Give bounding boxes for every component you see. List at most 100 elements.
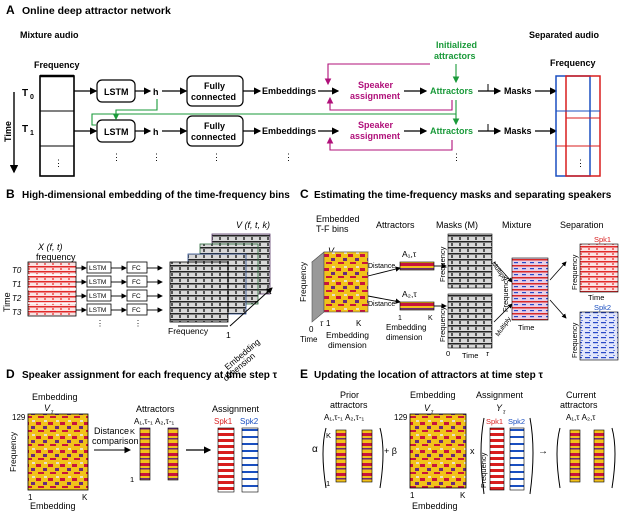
lstm-ellipsis: ⋮	[112, 152, 121, 162]
e-current-line2: attractors	[560, 400, 598, 410]
c-attr-one: 1	[398, 315, 402, 322]
c-attr-embedding-line1: Embedding	[386, 323, 426, 332]
c-axis-one: 1	[326, 319, 331, 328]
separated-spk1-grid	[565, 75, 601, 177]
c-axis-zero: 0	[309, 325, 314, 334]
panel-a: A Online deep attractor network Mixture …	[3, 3, 601, 177]
e-embedding-bottom: Embedding	[412, 501, 458, 511]
c-spk1-label: Spk1	[594, 235, 611, 244]
attractors-label-t0: Attractors	[430, 86, 473, 96]
e-y-tau-sub: τ	[503, 410, 506, 416]
b-row-t3: T3	[12, 308, 22, 317]
x-ft-label: X (f, t)	[37, 242, 63, 252]
c-sep-time-1: Time	[588, 293, 604, 302]
b-lstm-3: LSTM	[89, 307, 106, 314]
e-v-tau-sub: τ	[431, 410, 434, 416]
d-embedding-heatmap	[27, 413, 89, 491]
fc-ellipsis: ⋮	[212, 152, 221, 162]
embeddings-ellipsis: ⋮	[284, 152, 293, 162]
c-mixture-freq: Frequency	[501, 276, 510, 312]
e-assignment-label: Assignment	[476, 390, 524, 400]
d-attractor-2	[167, 427, 179, 481]
d-distance-line1: Distance	[94, 426, 129, 436]
c-attractor-a1	[399, 261, 435, 271]
e-times: x	[470, 446, 475, 456]
b-row-1-boxes: LSTM FC	[76, 275, 163, 288]
d-spk1-label: Spk1	[214, 417, 233, 426]
c-sep-freq-1: Frequency	[570, 254, 579, 290]
panel-e-title: Updating the location of attractors at t…	[314, 370, 543, 381]
d-spk2-label: Spk2	[240, 417, 259, 426]
e-prior-attractor-2	[361, 429, 373, 483]
speaker-assignment-line1-t1: Speaker	[358, 120, 394, 130]
separated-audio-label: Separated audio	[529, 30, 600, 40]
e-prior-attractor-1	[335, 429, 347, 483]
e-current-a: A₁,τ A₂,τ	[566, 413, 596, 422]
b-fc-0: FC	[132, 265, 141, 272]
c-axis-tau: τ	[320, 319, 324, 328]
b-fc-ellipsis: ⋮	[134, 319, 142, 328]
initialized-line1: Initialized	[436, 40, 477, 50]
e-spk1-label: Spk1	[486, 417, 503, 426]
embedded-line1: Embedded	[316, 214, 360, 224]
c-masks-label: Masks (M)	[436, 220, 478, 230]
e-prior-line2: attractors	[330, 400, 368, 410]
c-mixture-time: Time	[518, 323, 534, 332]
e-prior-k: K	[326, 431, 331, 440]
d-assignment-spk1	[217, 427, 235, 493]
c-mixture-spectrogram	[511, 257, 549, 321]
b-row-3-boxes: LSTM FC	[76, 303, 163, 316]
e-prior-a: A₁,τ-₁ A₂,τ-₁	[324, 413, 364, 422]
speaker-assignment-line2-t1: assignment	[350, 131, 400, 141]
d-v-tau: V	[44, 403, 51, 413]
embeddings-label-t0: Embeddings	[262, 86, 316, 96]
fc-line2-t1: connected	[191, 132, 236, 142]
d-assignment-label: Assignment	[212, 404, 260, 414]
panel-d: D Speaker assignment for each frequency …	[6, 367, 278, 511]
masks-label-t1: Masks	[504, 126, 532, 136]
c-embedding-heatmap	[323, 251, 369, 313]
e-y-tau: Y	[496, 403, 503, 413]
separated-ellipsis: ⋮	[576, 158, 585, 168]
c-mask-freq-2: Frequency	[438, 306, 447, 342]
mixture-audio-label: Mixture audio	[20, 30, 79, 40]
panel-c-title: Estimating the time-frequency masks and …	[314, 190, 612, 201]
b-axis-k: K	[266, 286, 272, 296]
c-frequency-axis: Frequency	[298, 261, 308, 302]
c-embedding-line2: dimension	[328, 340, 367, 350]
b-time-label: Time	[2, 292, 12, 312]
lstm-label-t1: LSTM	[104, 127, 129, 137]
panel-d-letter: D	[6, 367, 15, 381]
c-mask-tau: τ	[486, 349, 490, 358]
d-129: 129	[12, 413, 26, 422]
d-attractors-prev: A₁,τ-₁ A₂,τ-₁	[134, 417, 174, 426]
b-row-t1: T1	[12, 280, 21, 289]
d-attr-one: 1	[130, 475, 134, 484]
b-fc-1: FC	[132, 279, 141, 286]
c-mask-time: Time	[462, 351, 478, 360]
e-axis-one: 1	[410, 491, 415, 500]
c-attractors-label: Attractors	[376, 220, 415, 230]
d-axis-one: 1	[28, 493, 33, 502]
c-axis-time: Time	[300, 335, 318, 344]
c-separated-spk1	[579, 243, 619, 293]
e-current-attractor-2	[593, 429, 605, 483]
d-v-tau-sub: τ	[51, 410, 54, 416]
frequency-label-right: Frequency	[550, 58, 596, 68]
h-ellipsis: ⋮	[152, 152, 161, 162]
b-frequency-label: frequency	[36, 252, 76, 262]
e-beta: + β	[384, 446, 397, 456]
e-assignment-spk1	[489, 427, 505, 491]
c-distance-1: Distance	[368, 263, 395, 270]
d-distance-line2: comparison	[92, 436, 139, 446]
b-axis-one: 1	[226, 330, 231, 340]
b-lstm-2: LSTM	[89, 293, 106, 300]
b-fc-3: FC	[132, 307, 141, 314]
embeddings-label-t1: Embeddings	[262, 126, 316, 136]
e-assignment-freq: Frequency	[479, 452, 488, 488]
d-attractors-label: Attractors	[136, 404, 175, 414]
e-spk2-label: Spk2	[508, 417, 525, 426]
e-v-tau: V	[424, 403, 431, 413]
c-mixture-label: Mixture	[502, 220, 532, 230]
e-assignment-spk2	[509, 427, 525, 491]
